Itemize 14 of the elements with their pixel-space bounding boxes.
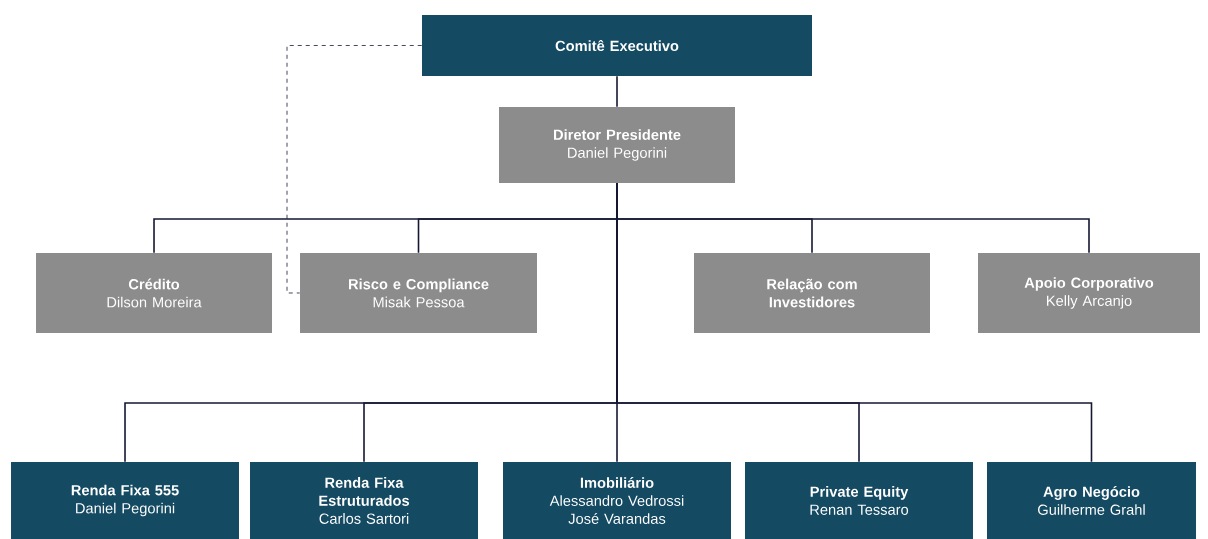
position-box: Apoio Corporativo Kelly Arcanjo (978, 253, 1200, 333)
position-box: Renda Fixa 555 Daniel Pegorini (11, 462, 239, 539)
position-box: Agro Negócio Guilherme Grahl (987, 462, 1196, 539)
position-box: Crédito Dilson Moreira (36, 253, 272, 333)
connector-line (616, 182, 1093, 463)
connector-line (616, 75, 618, 108)
position-box: Renda Fixa Estruturados Carlos Sartori (250, 462, 478, 539)
position-box: Relação com Investidores (694, 253, 930, 333)
position-box: Private Equity Renan Tessaro (745, 462, 973, 539)
position-box: Diretor Presidente Daniel Pegorini (499, 107, 735, 183)
position-box: Risco e Compliance Misak Pessoa (300, 253, 537, 333)
dashed-connector (286, 45, 423, 294)
position-box: Imobiliário Alessandro Vedrossi José Varandas (503, 462, 731, 539)
position-box: Comitê Executivo (422, 15, 812, 76)
